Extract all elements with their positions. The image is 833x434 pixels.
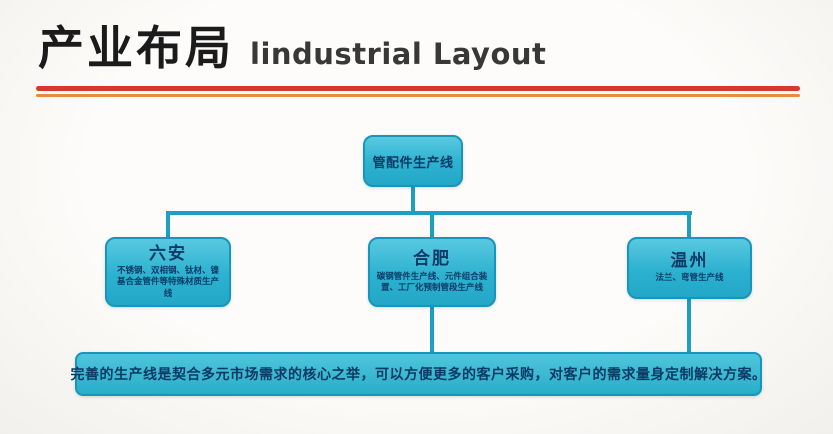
node-luan-title: 六安 — [149, 243, 187, 264]
page-title: 产业布局 lindustrial Layout — [38, 12, 546, 78]
divider-line-red — [36, 86, 800, 91]
title-divider — [36, 86, 800, 97]
summary-text: 完善的生产线是契合多元市场需求的核心之举，可以方便更多的客户采购，对客户的需求量… — [70, 367, 767, 383]
page-title-zh: 产业布局 — [38, 21, 234, 75]
page-title-en: lindustrial Layout — [250, 37, 547, 71]
divider-line-orange — [36, 94, 800, 97]
node-wenzhou-title: 温州 — [670, 251, 709, 272]
node-wenzhou: 温州 法兰、弯管生产线 — [627, 237, 752, 299]
node-luan-desc: 不锈钢、双相钢、钛材、镍基合金管件等特殊材质生产线 — [116, 265, 219, 299]
connector-wenzhou-summary — [687, 297, 691, 354]
node-hefei-desc: 碳钢管件生产线、元件组合装置、工厂化预制管段生产线 — [376, 271, 488, 294]
summary-bar: 完善的生产线是契合多元市场需求的核心之举，可以方便更多的客户采购，对客户的需求量… — [71, 352, 766, 396]
connector-drop-wenzhou — [687, 211, 691, 239]
connector-root-stem — [411, 187, 415, 213]
node-luan: 六安 不锈钢、双相钢、钛材、镍基合金管件等特殊材质生产线 — [105, 237, 231, 307]
node-root-label: 管配件生产线 — [372, 155, 454, 171]
connector-drop-luan — [166, 211, 170, 239]
node-hefei-title: 合肥 — [413, 249, 451, 270]
connector-hefei-summary — [430, 305, 434, 354]
node-pipe-fittings-line: 管配件生产线 — [363, 135, 463, 187]
connector-horizontal — [166, 211, 692, 215]
connector-drop-hefei — [430, 211, 434, 239]
node-hefei: 合肥 碳钢管件生产线、元件组合装置、工厂化预制管段生产线 — [368, 237, 496, 307]
node-wenzhou-desc: 法兰、弯管生产线 — [655, 273, 724, 284]
